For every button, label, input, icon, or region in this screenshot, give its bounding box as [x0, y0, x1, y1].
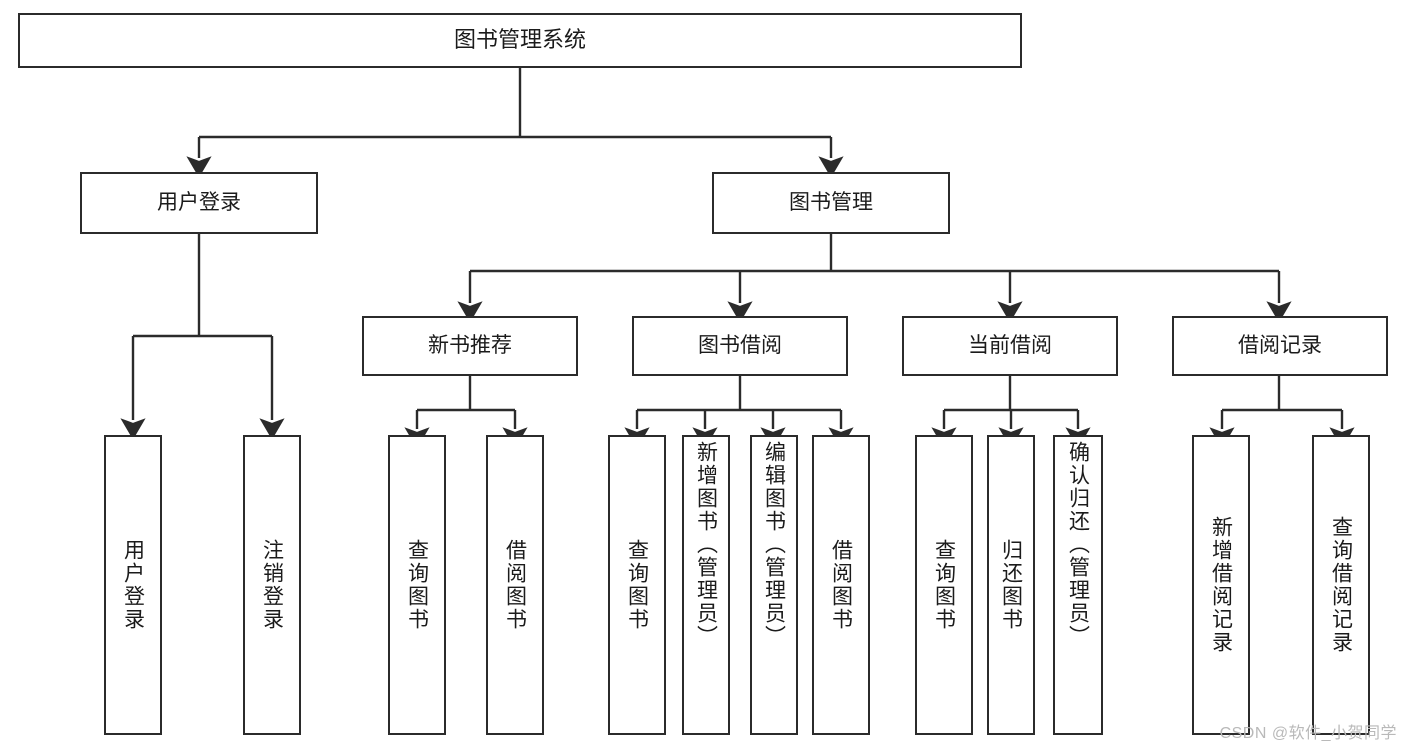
leaf-user-login-signin[interactable]: 用户登录 — [104, 435, 162, 735]
leaf-borrow-borrow-book[interactable]: 借阅图书 — [812, 435, 870, 735]
node-book-management[interactable]: 图书管理 — [712, 172, 950, 234]
node-current-borrowing-label: 当前借阅 — [968, 334, 1052, 358]
node-user-login[interactable]: 用户登录 — [80, 172, 318, 234]
leaf-record-query-label: 查询借阅记录 — [1329, 516, 1353, 654]
node-borrow-records[interactable]: 借阅记录 — [1172, 316, 1388, 376]
leaf-current-confirm-return-admin[interactable]: 确认归还（管理员） — [1053, 435, 1103, 735]
leaf-current-return-book-label: 归还图书 — [999, 539, 1023, 631]
leaf-borrow-edit-book-admin-label: 编辑图书（管理员） — [762, 441, 786, 648]
leaf-user-login-signout-label: 注销登录 — [260, 539, 284, 631]
leaf-borrow-query-book[interactable]: 查询图书 — [608, 435, 666, 735]
node-new-book-recommendation-label: 新书推荐 — [428, 334, 512, 358]
node-book-management-label: 图书管理 — [789, 191, 873, 215]
leaf-borrow-edit-book-admin[interactable]: 编辑图书（管理员） — [750, 435, 798, 735]
node-book-borrowing-label: 图书借阅 — [698, 334, 782, 358]
leaf-current-return-book[interactable]: 归还图书 — [987, 435, 1035, 735]
leaf-new-book-query[interactable]: 查询图书 — [388, 435, 446, 735]
leaf-current-query-book-label: 查询图书 — [932, 539, 956, 631]
leaf-borrow-add-book-admin-label: 新增图书（管理员） — [694, 441, 718, 648]
node-borrow-records-label: 借阅记录 — [1238, 334, 1322, 358]
leaf-borrow-borrow-book-label: 借阅图书 — [829, 539, 853, 631]
node-book-borrowing[interactable]: 图书借阅 — [632, 316, 848, 376]
node-user-login-label: 用户登录 — [157, 191, 241, 215]
leaf-current-confirm-return-admin-label: 确认归还（管理员） — [1066, 441, 1090, 648]
leaf-record-query[interactable]: 查询借阅记录 — [1312, 435, 1370, 735]
node-current-borrowing[interactable]: 当前借阅 — [902, 316, 1118, 376]
leaf-record-add[interactable]: 新增借阅记录 — [1192, 435, 1250, 735]
leaf-record-add-label: 新增借阅记录 — [1209, 516, 1233, 654]
leaf-current-query-book[interactable]: 查询图书 — [915, 435, 973, 735]
node-root-system[interactable]: 图书管理系统 — [18, 13, 1022, 68]
leaf-user-login-signin-label: 用户登录 — [121, 539, 145, 631]
leaf-borrow-add-book-admin[interactable]: 新增图书（管理员） — [682, 435, 730, 735]
leaf-borrow-query-book-label: 查询图书 — [625, 539, 649, 631]
leaf-user-login-signout[interactable]: 注销登录 — [243, 435, 301, 735]
watermark-text: CSDN @软件_小贺同学 — [1219, 725, 1397, 742]
leaf-new-book-borrow[interactable]: 借阅图书 — [486, 435, 544, 735]
node-new-book-recommendation[interactable]: 新书推荐 — [362, 316, 578, 376]
node-root-system-label: 图书管理系统 — [453, 27, 586, 53]
leaf-new-book-borrow-label: 借阅图书 — [503, 539, 527, 631]
leaf-new-book-query-label: 查询图书 — [405, 539, 429, 631]
